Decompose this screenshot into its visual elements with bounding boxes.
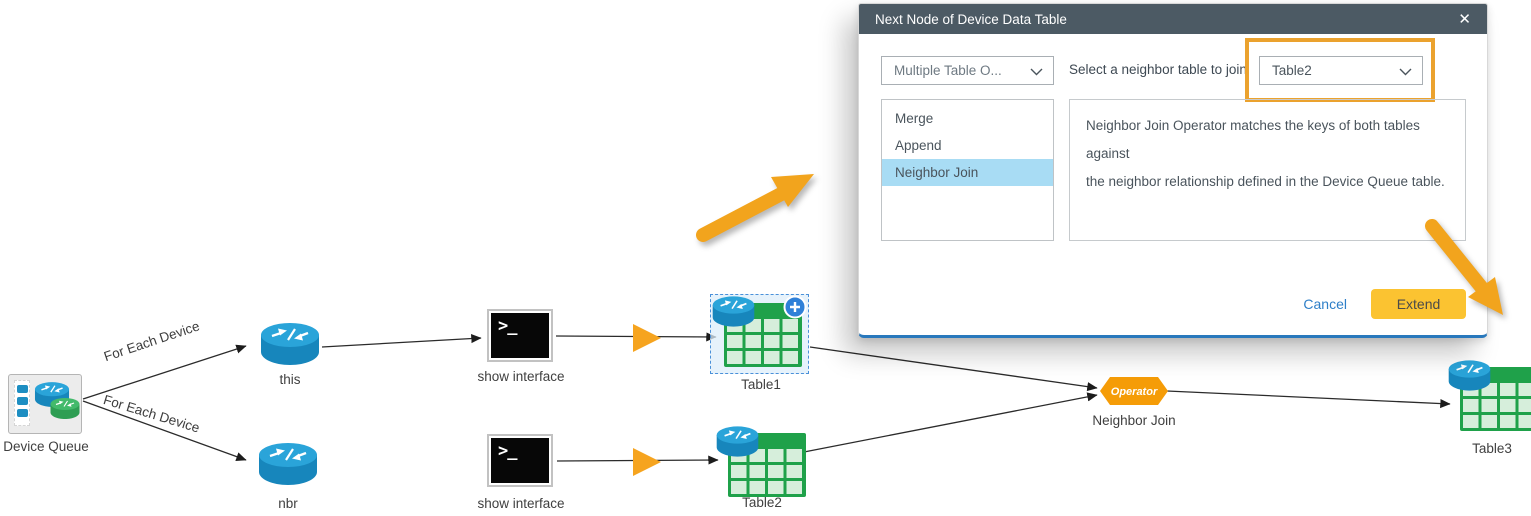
dialog-header: Next Node of Device Data Table ✕ — [859, 4, 1487, 34]
chevron-down-icon — [1030, 68, 1043, 76]
router-nbr-label: nbr — [278, 496, 298, 511]
neighbor-table-dropdown[interactable]: Table2 — [1259, 56, 1423, 85]
close-icon[interactable]: ✕ — [1458, 10, 1471, 28]
table1-node[interactable] — [708, 294, 808, 374]
dialog-footer: Cancel Extend — [1303, 289, 1466, 319]
operation-type-value: Multiple Table O... — [894, 63, 1002, 78]
show-interface-node-top[interactable]: >_ — [487, 309, 553, 362]
operation-list: Merge Append Neighbor Join — [881, 99, 1054, 241]
dialog-title: Next Node of Device Data Table — [875, 11, 1067, 27]
edge-label-for-each-device-top: For Each Device — [102, 318, 202, 365]
neighbor-table-value: Table2 — [1272, 63, 1312, 78]
edge-operator-table3 — [1166, 390, 1451, 409]
router-badge-icon — [1447, 359, 1492, 392]
neighbor-table-label: Select a neighbor table to join — [1069, 62, 1247, 77]
option-append[interactable]: Append — [895, 138, 942, 153]
play-triangle-icon — [633, 448, 661, 476]
edge-table2-operator — [803, 392, 1098, 453]
chevron-down-icon — [1399, 68, 1412, 76]
show-interface-label-top: show interface — [477, 369, 565, 384]
table2-node[interactable] — [712, 424, 812, 504]
device-queue-node[interactable] — [8, 374, 82, 434]
device-queue-icon — [34, 381, 81, 420]
annotation-arrow-to-dialog-icon — [696, 174, 814, 242]
router-this-node[interactable] — [258, 321, 322, 367]
show-interface-node-bottom[interactable]: >_ — [487, 434, 553, 487]
edge-label-for-each-device-bottom: For Each Device — [101, 392, 202, 436]
terminal-icon: >_ — [498, 441, 517, 461]
cancel-button[interactable]: Cancel — [1303, 296, 1347, 312]
dialog-next-node: Next Node of Device Data Table ✕ Multipl… — [858, 3, 1488, 338]
edge-show-table2 — [556, 455, 719, 465]
operation-type-dropdown[interactable]: Multiple Table O... — [881, 56, 1054, 85]
table1-label: Table1 — [741, 377, 781, 392]
edge-this-show — [321, 334, 482, 348]
operator-badge-text: Operator — [1111, 386, 1158, 398]
table3-node[interactable] — [1444, 358, 1531, 438]
play-triangle-icon — [633, 324, 661, 352]
option-neighbor-join[interactable]: Neighbor Join — [882, 159, 1053, 186]
table2-label: Table2 — [742, 495, 782, 510]
operation-description: Neighbor Join Operator matches the keys … — [1069, 99, 1466, 241]
device-queue-label: Device Queue — [3, 439, 89, 454]
highlight-annotation-box: Table2 — [1245, 38, 1435, 102]
operator-node[interactable]: Operator — [1096, 374, 1172, 408]
option-merge[interactable]: Merge — [895, 111, 934, 126]
edge-show-table1 — [555, 332, 717, 342]
terminal-icon: >_ — [498, 316, 517, 336]
router-this-label: this — [279, 372, 301, 387]
description-line: Neighbor Join Operator matches the keys … — [1086, 118, 1420, 161]
extend-button[interactable]: Extend — [1371, 289, 1466, 319]
edge-table1-operator — [809, 346, 1098, 392]
operator-hexagon-icon — [1100, 377, 1168, 405]
router-badge-icon — [715, 425, 760, 458]
description-line: the neighbor relationship defined in the… — [1086, 174, 1445, 189]
operator-label: Neighbor Join — [1092, 413, 1176, 428]
queue-list-icon — [14, 380, 30, 426]
router-nbr-node[interactable] — [256, 441, 320, 487]
show-interface-label-bottom: show interface — [477, 496, 565, 511]
router-badge-icon — [711, 295, 756, 328]
add-node-icon[interactable] — [783, 295, 807, 319]
table3-label: Table3 — [1472, 441, 1512, 456]
